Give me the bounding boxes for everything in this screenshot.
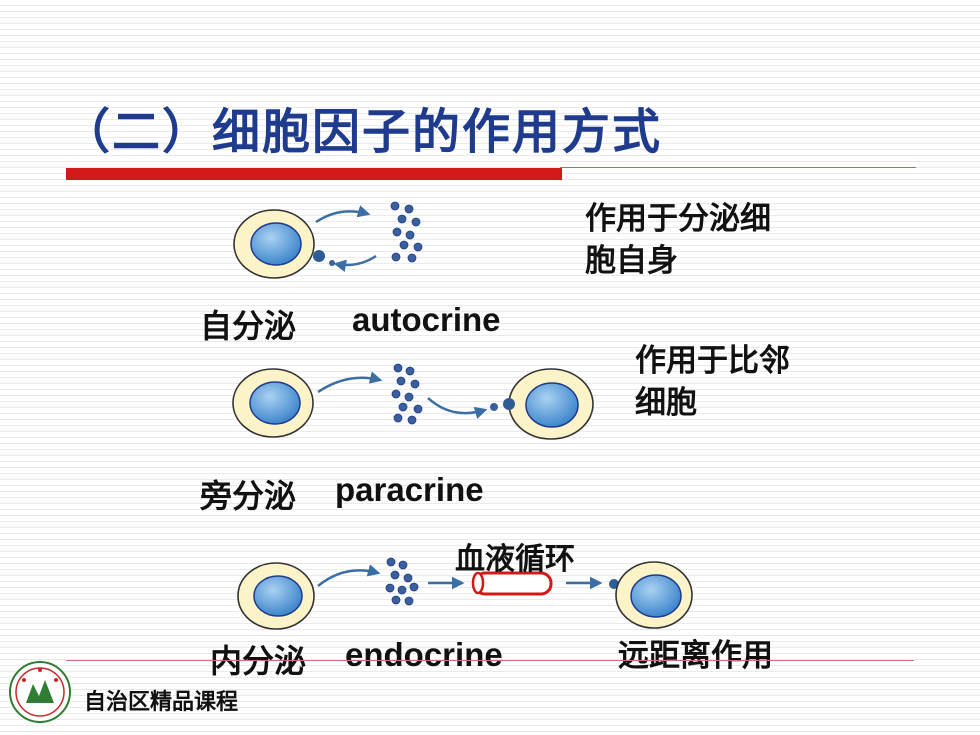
cytokine-dots (391, 363, 423, 425)
paracrine-description-line2: 细胞 (635, 385, 697, 421)
autocrine-diagram (233, 201, 423, 279)
cytokine-dots (390, 201, 423, 263)
endocrine-label-cn: 内分泌 (210, 642, 307, 680)
title-divider-thin (560, 167, 916, 168)
title-divider-red (66, 168, 562, 180)
circulation-label: 血液循环 (455, 542, 575, 577)
cytokine-dots (385, 557, 419, 606)
blood-vessel-icon (471, 571, 553, 596)
endocrine-label-en: endocrine (345, 636, 503, 673)
cell-nucleus (249, 381, 301, 425)
autocrine-label-cn: 自分泌 (200, 307, 297, 345)
cell-nucleus (525, 382, 579, 428)
receptor (313, 250, 325, 262)
paracrine-label-en: paracrine (335, 471, 484, 508)
university-seal-icon (9, 661, 71, 723)
return-arrow (333, 254, 377, 272)
delivery-arrow (427, 397, 488, 419)
distance-label: 远距离作用 (618, 638, 773, 674)
autocrine-label-en: autocrine (352, 301, 501, 338)
cell-nucleus (630, 574, 682, 618)
paracrine-description: 作用于比邻 细胞 (635, 340, 790, 424)
secretion-arrow (315, 205, 371, 224)
footer-divider (66, 660, 914, 661)
cell-nucleus (250, 222, 302, 266)
paracrine-label-cn: 旁分泌 (200, 477, 297, 515)
cell-nucleus (253, 575, 303, 617)
autocrine-description: 作用于分泌细 胞自身 (585, 198, 771, 282)
autocrine-description-line1: 作用于分泌细 (585, 201, 771, 237)
secretion-arrow (317, 564, 381, 587)
autocrine-description-line2: 胞自身 (585, 243, 678, 279)
endocrine-diagram (237, 557, 693, 630)
page-title: （二）细胞因子的作用方式 (62, 104, 663, 160)
paracrine-description-line1: 作用于比邻 (635, 343, 790, 379)
paracrine-diagram (232, 363, 594, 440)
secretion-arrow (317, 371, 383, 394)
course-label: 自治区精品课程 (84, 690, 239, 715)
receptor (503, 398, 515, 410)
